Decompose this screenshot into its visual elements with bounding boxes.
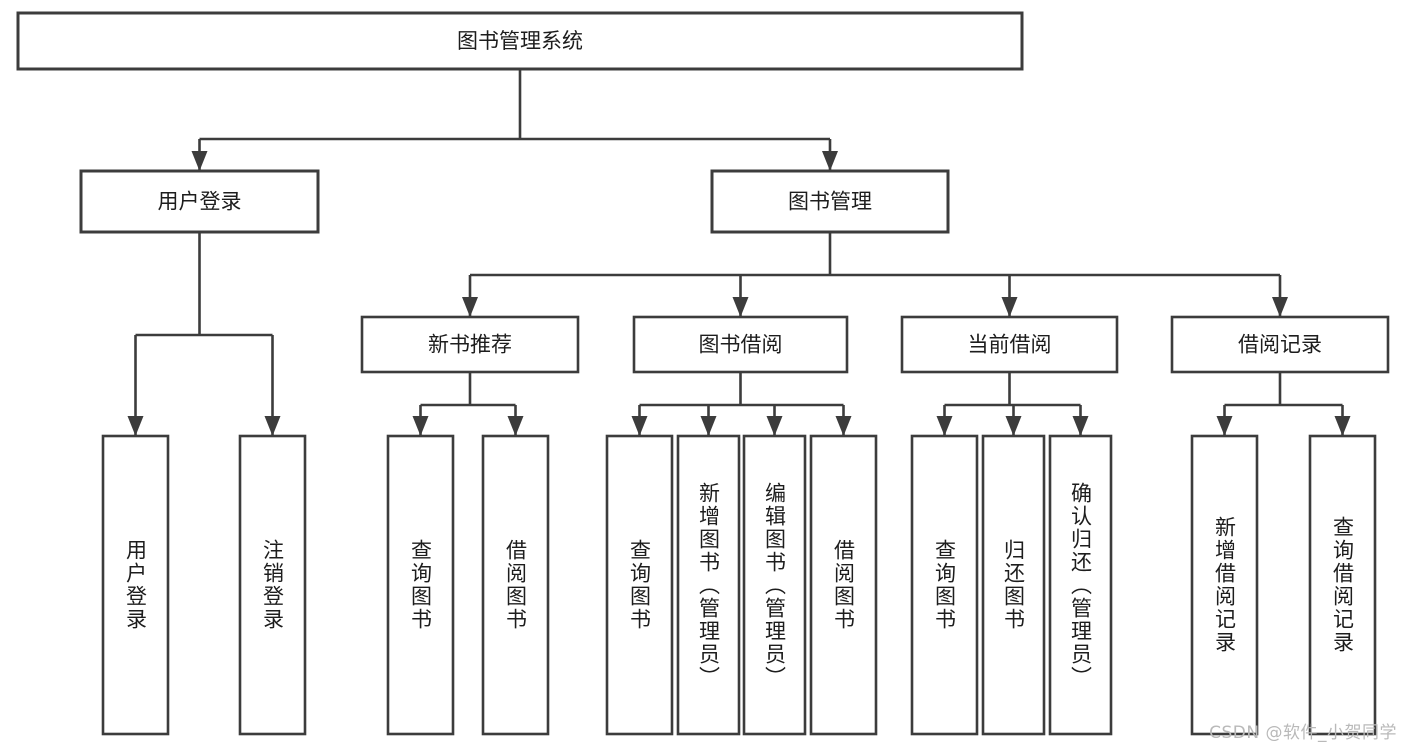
node-box-leaf-return-book[interactable] bbox=[981, 434, 1046, 736]
node-box-leaf-query-book-2[interactable] bbox=[605, 434, 674, 736]
node-box-leaf-user-login[interactable] bbox=[101, 434, 170, 736]
node-box-leaf-query-record[interactable] bbox=[1308, 434, 1377, 736]
arrow-head-icon bbox=[264, 416, 281, 436]
node-box-leaf-borrow-book-1[interactable] bbox=[481, 434, 550, 736]
arrow-head-icon bbox=[700, 416, 717, 436]
node-box-leaf-add-record[interactable] bbox=[1190, 434, 1259, 736]
arrow-head-icon bbox=[822, 151, 838, 171]
arrow-head-icon bbox=[127, 416, 144, 436]
node-label-current-borrow: 当前借阅 bbox=[968, 333, 1052, 357]
node-label-new-book-rec: 新书推荐 bbox=[428, 333, 512, 357]
node-box-leaf-edit-book[interactable] bbox=[742, 434, 807, 736]
node-box-leaf-add-book[interactable] bbox=[676, 434, 741, 736]
arrow-head-icon bbox=[835, 416, 852, 436]
node-box-leaf-confirm-return[interactable] bbox=[1048, 434, 1113, 736]
node-box-borrow-record[interactable] bbox=[1170, 315, 1390, 374]
connectors-layer bbox=[127, 69, 1351, 436]
node-label-user-login: 用户登录 bbox=[158, 190, 242, 214]
arrow-head-icon bbox=[1216, 416, 1233, 436]
node-box-leaf-query-book-3[interactable] bbox=[910, 434, 979, 736]
arrow-head-icon bbox=[732, 297, 749, 317]
node-box-new-book-rec[interactable] bbox=[360, 315, 580, 374]
arrow-head-icon bbox=[1334, 416, 1351, 436]
arrow-head-icon bbox=[1005, 416, 1022, 436]
node-box-book-manage[interactable] bbox=[710, 169, 950, 234]
node-box-current-borrow[interactable] bbox=[900, 315, 1119, 374]
node-box-user-login[interactable] bbox=[79, 169, 320, 234]
arrow-head-icon bbox=[412, 416, 429, 436]
arrow-head-icon bbox=[766, 416, 783, 436]
arrow-head-icon bbox=[936, 416, 953, 436]
node-label-book-manage: 图书管理 bbox=[788, 190, 872, 214]
node-label-root: 图书管理系统 bbox=[457, 29, 583, 53]
node-box-book-borrow[interactable] bbox=[632, 315, 849, 374]
arrow-head-icon bbox=[507, 416, 524, 436]
csdn-watermark: CSDN @软件_小贺同学 bbox=[1209, 723, 1397, 743]
arrow-head-icon bbox=[1072, 416, 1089, 436]
arrow-head-icon bbox=[191, 151, 208, 171]
arrow-head-icon bbox=[1272, 297, 1288, 317]
arrow-head-icon bbox=[1001, 297, 1018, 317]
node-box-root[interactable] bbox=[16, 11, 1024, 71]
node-label-book-borrow: 图书借阅 bbox=[699, 333, 783, 357]
node-box-leaf-user-logout[interactable] bbox=[238, 434, 307, 736]
node-box-leaf-borrow-book-2[interactable] bbox=[809, 434, 878, 736]
node-box-leaf-query-book-1[interactable] bbox=[386, 434, 455, 736]
arrow-head-icon bbox=[462, 297, 478, 317]
arrow-head-icon bbox=[631, 416, 648, 436]
nodes-layer bbox=[16, 11, 1390, 736]
node-label-borrow-record: 借阅记录 bbox=[1238, 333, 1322, 357]
